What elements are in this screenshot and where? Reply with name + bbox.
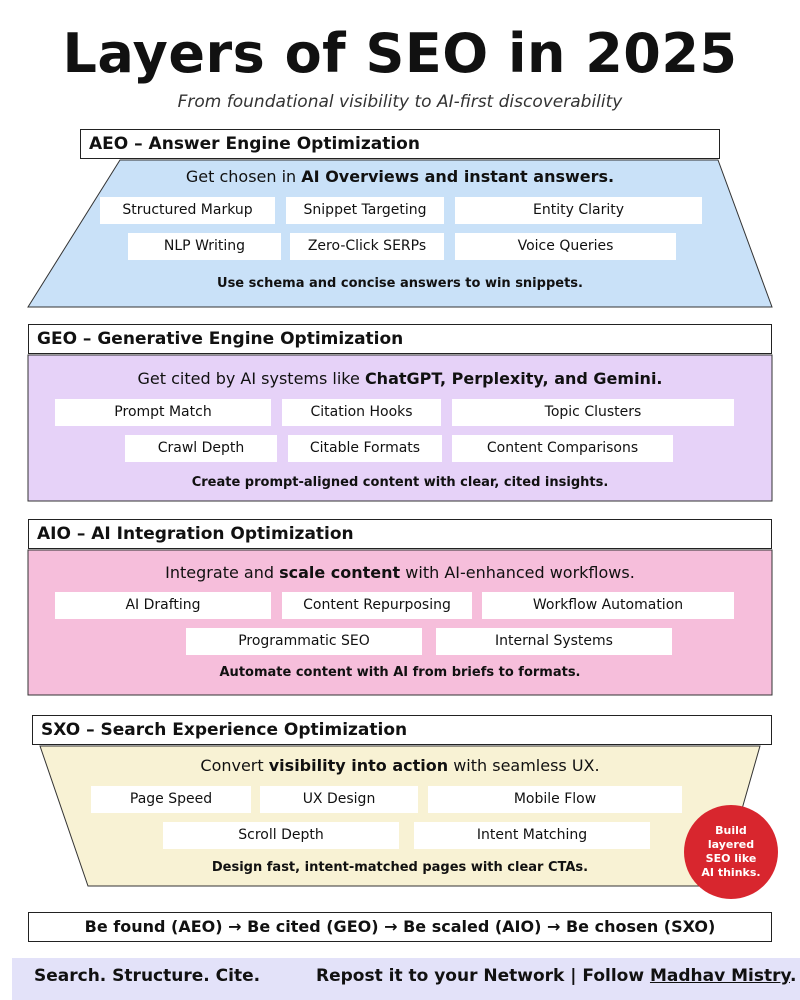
aeo-header: AEO – Answer Engine Optimization: [80, 129, 720, 159]
sxo-pill: Intent Matching: [414, 822, 650, 849]
geo-pill: Crawl Depth: [125, 435, 277, 462]
sxo-pill: UX Design: [260, 786, 418, 813]
page-subtitle: From foundational visibility to AI-first…: [177, 92, 623, 112]
geo-subtitle: Get cited by AI systems like ChatGPT, Pe…: [137, 369, 663, 388]
sxo-footer: Design fast, intent-matched pages with c…: [211, 860, 589, 875]
aio-pill: Internal Systems: [436, 628, 672, 655]
aio-layer-shape: [27, 549, 773, 696]
aeo-pill: Structured Markup: [100, 197, 275, 224]
aeo-pill: Zero-Click SERPs: [290, 233, 444, 260]
sxo-pill: Mobile Flow: [428, 786, 682, 813]
sxo-subtitle: Convert visibility into action with seam…: [200, 756, 600, 775]
geo-pill: Citation Hooks: [282, 399, 441, 426]
tagline: Search. Structure. Cite.: [34, 966, 261, 986]
cta-badge: Build layered SEO like AI thinks.: [684, 805, 778, 899]
bottom-bar: [12, 958, 800, 1000]
aio-pill: Workflow Automation: [482, 592, 734, 619]
summary-flow: Be found (AEO) → Be cited (GEO) → Be sca…: [28, 912, 772, 942]
aio-footer: Automate content with AI from briefs to …: [219, 665, 581, 680]
geo-pill: Content Comparisons: [452, 435, 673, 462]
geo-pill: Citable Formats: [288, 435, 442, 462]
aio-header: AIO – AI Integration Optimization: [28, 519, 772, 549]
aeo-subtitle: Get chosen in AI Overviews and instant a…: [185, 167, 615, 186]
aeo-pill: Voice Queries: [455, 233, 676, 260]
geo-layer-shape: [27, 354, 773, 502]
geo-header: GEO – Generative Engine Optimization: [28, 324, 772, 354]
geo-footer: Create prompt-aligned content with clear…: [191, 475, 609, 490]
aeo-pill: Snippet Targeting: [286, 197, 444, 224]
aeo-footer: Use schema and concise answers to win sn…: [217, 276, 583, 291]
aio-pill: AI Drafting: [55, 592, 271, 619]
geo-pill: Prompt Match: [55, 399, 271, 426]
aio-subtitle: Integrate and scale content with AI-enha…: [165, 563, 635, 582]
sxo-pill: Scroll Depth: [163, 822, 399, 849]
sxo-header: SXO – Search Experience Optimization: [32, 715, 772, 745]
author-link[interactable]: Madhav Mistry: [649, 966, 790, 986]
follow-text: Repost it to your Network | Follow Madha…: [316, 966, 797, 986]
aio-pill: Content Repurposing: [282, 592, 472, 619]
aeo-pill: Entity Clarity: [455, 197, 702, 224]
aio-pill: Programmatic SEO: [186, 628, 422, 655]
sxo-pill: Page Speed: [91, 786, 251, 813]
aeo-pill: NLP Writing: [128, 233, 281, 260]
geo-pill: Topic Clusters: [452, 399, 734, 426]
page-title: Layers of SEO in 2025: [62, 22, 738, 85]
